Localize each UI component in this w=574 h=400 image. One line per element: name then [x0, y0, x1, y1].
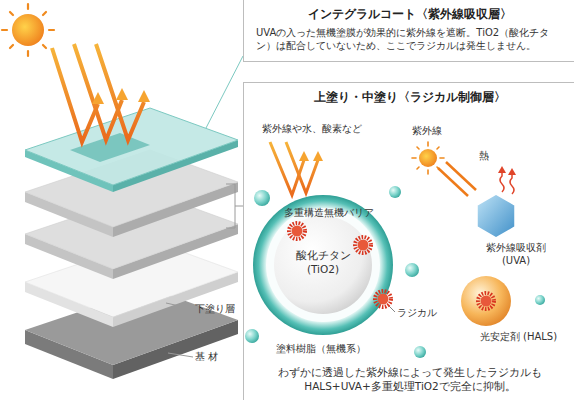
panel-body: UVAの入った無機塗膜が効果的に紫外線を遮断。TiO2（酸化チタン）は配合してい…	[256, 26, 564, 52]
drawing-circle	[254, 190, 270, 206]
drawing-circle	[419, 149, 437, 167]
barrier-ring	[253, 195, 393, 335]
drawing-polygon	[25, 108, 238, 185]
drawing-line	[412, 157, 416, 159]
heat-heads	[498, 166, 516, 175]
leader-lines	[206, 56, 243, 128]
uv-arrows	[52, 44, 144, 142]
drawing-path	[510, 174, 514, 194]
drawing-circle	[289, 223, 305, 239]
uva-hexagon	[477, 194, 515, 238]
drawing-line	[437, 147, 439, 149]
drawing-polygon	[92, 92, 104, 104]
drawing-circle	[358, 240, 369, 251]
part-label: 多重構造無機バリア	[284, 207, 374, 218]
drawing-polyline	[74, 44, 122, 140]
drawing-polygon	[299, 151, 309, 161]
drawing-circle	[12, 14, 44, 46]
drawing-path	[226, 184, 243, 228]
drawing-g	[2, 4, 54, 56]
sun-icon	[2, 4, 54, 56]
barrier-arrow-heads	[299, 151, 323, 161]
layer-label: 基 材	[195, 351, 218, 363]
drawing-line	[427, 170, 429, 174]
drawing-polyline	[270, 142, 304, 195]
heat-label: 熱	[479, 150, 489, 162]
uv-arrow-heads	[92, 88, 150, 104]
hals-sphere	[461, 276, 511, 326]
glass-layer	[25, 108, 238, 192]
drawing-line	[417, 147, 419, 149]
panel-heading: 上塗り・中塗り〈ラジカル制御層〉	[254, 90, 566, 105]
drawing-polyline	[286, 142, 318, 193]
drawing-line	[446, 162, 476, 190]
drawing-polygon	[313, 151, 323, 161]
bracket	[166, 184, 243, 357]
drawing-line	[206, 56, 243, 128]
panel-caption: わずかに透過した紫外線によって発生したラジカルも HALS+UVA+多重処理Ti…	[274, 366, 546, 393]
particle-node: 紫外線吸収剤 (UVA)	[456, 191, 566, 271]
drawing-polyline	[96, 44, 144, 140]
additive-label: 紫外線吸収剤 (UVA)	[471, 241, 561, 267]
layer-label: 下塗り層	[195, 303, 235, 315]
drawing-circle	[414, 346, 426, 358]
ray-label: 紫外線	[412, 125, 442, 137]
drawing-circle	[378, 294, 389, 305]
tio2-sphere	[274, 216, 372, 314]
radical	[289, 223, 305, 239]
radical-leader	[389, 306, 395, 312]
drawing-circle	[535, 295, 545, 305]
drawing-polygon	[508, 168, 516, 175]
panel-heading: インテグラルコート〈紫外線吸収層〉	[254, 7, 566, 22]
drawing-circle	[389, 186, 401, 198]
drawing-polygon	[498, 166, 506, 173]
drawing-line	[427, 142, 429, 146]
drawing-line	[27, 51, 29, 56]
drawing-line	[49, 29, 54, 31]
drawing-circle	[478, 293, 494, 309]
drawing-line	[168, 353, 193, 357]
drawing-line	[438, 168, 468, 196]
heat-arrows	[500, 172, 514, 194]
drawing-line	[440, 157, 444, 159]
drawing-line	[43, 12, 46, 15]
drawing-line	[10, 12, 13, 15]
drawing-circle	[405, 263, 419, 277]
drawing-circle	[292, 226, 303, 237]
drawing-circle	[355, 237, 371, 253]
drawing-circle	[375, 291, 391, 307]
drawing-line	[10, 45, 13, 48]
drawing-circle	[245, 329, 259, 343]
barrier-arrows	[270, 142, 318, 195]
radical	[478, 293, 494, 309]
radical	[375, 291, 391, 307]
hals-shape	[456, 273, 566, 361]
radical	[355, 237, 371, 253]
part-label: 塗料樹脂（無機系）	[276, 343, 366, 355]
part-label: ラジカル	[397, 307, 437, 319]
panel-box: インテグラルコート〈紫外線吸収層〉 UVAの入った無機塗膜が効果的に紫外線を遮断。…	[243, 0, 574, 62]
drawing-line	[417, 167, 419, 169]
ring-inner	[266, 208, 380, 322]
drawing-line	[43, 45, 46, 48]
drawing-polygon	[138, 90, 150, 102]
drawing-circle	[481, 296, 492, 307]
drawing-line	[27, 4, 29, 9]
note-label: 紫外線や水、酸素など	[262, 123, 362, 135]
additive-label: 光安定剤 (HALS)	[471, 330, 566, 343]
drawing-line	[389, 306, 395, 312]
drawing-line	[2, 29, 7, 31]
drawing-path	[500, 172, 504, 192]
particle-label: 酸化チタン (TiO2)	[285, 249, 361, 276]
drawing-line	[166, 303, 193, 309]
particle-node: 光安定剤 (HALS)	[456, 273, 566, 361]
drawing-polygon	[116, 88, 128, 100]
uv-to-absorber	[438, 162, 476, 196]
